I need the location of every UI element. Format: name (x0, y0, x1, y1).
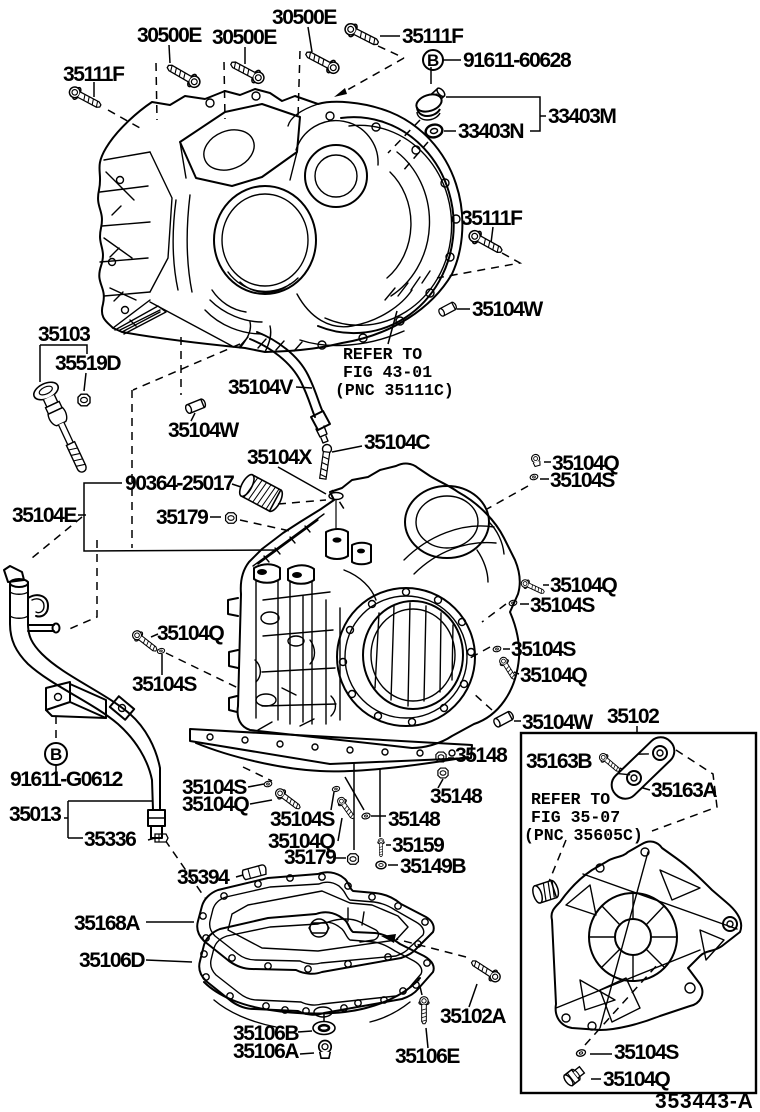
svg-text:35394: 35394 (177, 866, 230, 889)
svg-text:35148: 35148 (455, 744, 508, 767)
svg-text:35104Q: 35104Q (268, 830, 335, 853)
svg-text:35104Q: 35104Q (550, 574, 617, 597)
svg-text:35104Q: 35104Q (520, 664, 587, 687)
svg-text:35104Q: 35104Q (552, 452, 619, 475)
svg-text:35104C: 35104C (364, 431, 430, 454)
svg-text:35104S: 35104S (511, 638, 576, 661)
svg-text:(PNC 35111C): (PNC 35111C) (335, 381, 454, 400)
svg-text:FIG 43-01: FIG 43-01 (343, 363, 432, 382)
svg-text:35102: 35102 (607, 705, 659, 728)
svg-text:35104S: 35104S (614, 1041, 679, 1064)
svg-text:35104S: 35104S (270, 808, 335, 831)
svg-text:35106E: 35106E (395, 1045, 460, 1068)
svg-text:35148: 35148 (430, 785, 483, 808)
svg-text:35104S: 35104S (530, 594, 595, 617)
svg-text:(PNC 35605C): (PNC 35605C) (524, 826, 643, 845)
svg-text:35104Q: 35104Q (603, 1068, 670, 1091)
svg-text:35106B: 35106B (233, 1022, 299, 1045)
svg-text:35104W: 35104W (522, 711, 593, 734)
svg-text:90364-25017: 90364-25017 (125, 472, 234, 495)
svg-text:FIG 35-07: FIG 35-07 (531, 808, 620, 827)
svg-text:35111F: 35111F (402, 25, 464, 48)
svg-text:35179: 35179 (284, 846, 336, 869)
svg-text:35106D: 35106D (79, 949, 145, 972)
svg-text:REFER TO: REFER TO (343, 345, 422, 364)
svg-text:35149B: 35149B (400, 855, 466, 878)
svg-text:33403N: 33403N (458, 120, 523, 143)
svg-text:35104S: 35104S (550, 469, 615, 492)
svg-text:30500E: 30500E (212, 26, 277, 49)
svg-text:35104W: 35104W (168, 419, 239, 442)
svg-text:35103: 35103 (38, 323, 90, 346)
svg-text:35163A: 35163A (651, 779, 717, 802)
svg-text:35179: 35179 (156, 506, 208, 529)
svg-text:B: B (427, 51, 439, 70)
svg-text:30500E: 30500E (137, 24, 202, 47)
svg-text:33403M: 33403M (548, 105, 616, 128)
svg-text:91611-60628: 91611-60628 (463, 49, 572, 72)
svg-text:35111F: 35111F (63, 63, 125, 86)
svg-text:35148: 35148 (388, 808, 441, 831)
svg-text:30500E: 30500E (272, 6, 337, 29)
svg-text:35104V: 35104V (228, 376, 293, 399)
svg-text:35104S: 35104S (182, 776, 247, 799)
svg-text:353443-A: 353443-A (655, 1090, 754, 1112)
svg-text:35104X: 35104X (247, 446, 312, 469)
svg-text:B: B (50, 745, 62, 764)
svg-text:35104W: 35104W (472, 298, 543, 321)
svg-text:35159: 35159 (392, 834, 444, 857)
svg-text:35104Q: 35104Q (157, 622, 224, 645)
svg-text:35104Q: 35104Q (182, 793, 249, 816)
svg-text:91611-G0612: 91611-G0612 (10, 768, 123, 791)
svg-text:35104S: 35104S (132, 673, 197, 696)
svg-text:35336: 35336 (84, 828, 136, 851)
svg-text:35102A: 35102A (440, 1005, 506, 1028)
svg-text:35104E: 35104E (12, 504, 77, 527)
svg-text:35168A: 35168A (74, 912, 140, 935)
svg-text:REFER TO: REFER TO (531, 790, 610, 809)
svg-text:35013: 35013 (9, 803, 61, 826)
svg-text:35163B: 35163B (526, 750, 592, 773)
svg-text:35519D: 35519D (55, 352, 121, 375)
svg-text:35106A: 35106A (233, 1040, 299, 1063)
svg-text:35111F: 35111F (461, 207, 523, 230)
